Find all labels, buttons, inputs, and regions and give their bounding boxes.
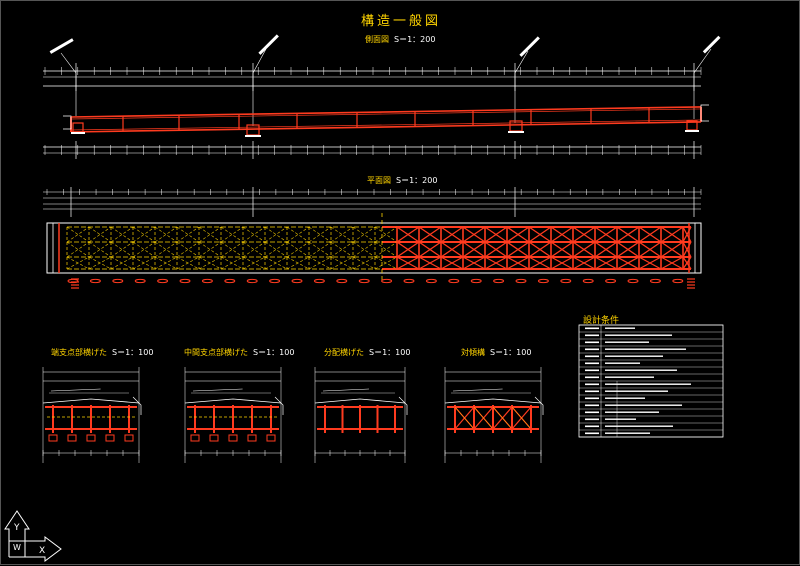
panel-point-marker (179, 278, 191, 284)
panel-point-marker (627, 278, 639, 284)
panel-point-marker (112, 278, 124, 284)
cross-section-2 (184, 367, 284, 463)
girder-bottom-flange (70, 121, 702, 133)
cross-section-3 (314, 367, 408, 463)
panel-point-marker (336, 278, 348, 284)
panel-point-marker (582, 278, 594, 284)
panel-point-marker (134, 278, 146, 284)
ucs-y-label: Y (14, 523, 20, 533)
panel-point-marker (605, 278, 617, 284)
panel-point-marker (269, 278, 281, 284)
drawing-title: 構造一般図 (360, 14, 441, 29)
panel-point-marker (201, 278, 213, 284)
panel-point-marker (246, 278, 258, 284)
panel-point-marker (515, 278, 527, 284)
panel-point-marker (358, 278, 370, 284)
girder-top-flange (70, 106, 702, 118)
panel-point-marker (403, 278, 415, 284)
panel-point-marker (381, 278, 393, 284)
panel-point-marker (649, 278, 661, 284)
cross-section-4 (444, 367, 544, 463)
panel-point-marker (157, 278, 169, 284)
panel-point-marker (313, 278, 325, 284)
panel-point-marker (537, 278, 549, 284)
design-conditions-title: 設計条件 (583, 316, 620, 326)
ucs-x-label: X (39, 546, 46, 556)
cross-section-1 (42, 367, 142, 463)
panel-point-marker (493, 278, 505, 284)
panel-point-marker (425, 278, 437, 284)
panel-point-marker (448, 278, 460, 284)
panel-point-marker (89, 278, 101, 284)
panel-point-marker (672, 278, 684, 284)
panel-point-marker (470, 278, 482, 284)
panel-point-marker (560, 278, 572, 284)
ucs-w-label: W (13, 543, 21, 552)
panel-point-marker (224, 278, 236, 284)
panel-point-marker (291, 278, 303, 284)
